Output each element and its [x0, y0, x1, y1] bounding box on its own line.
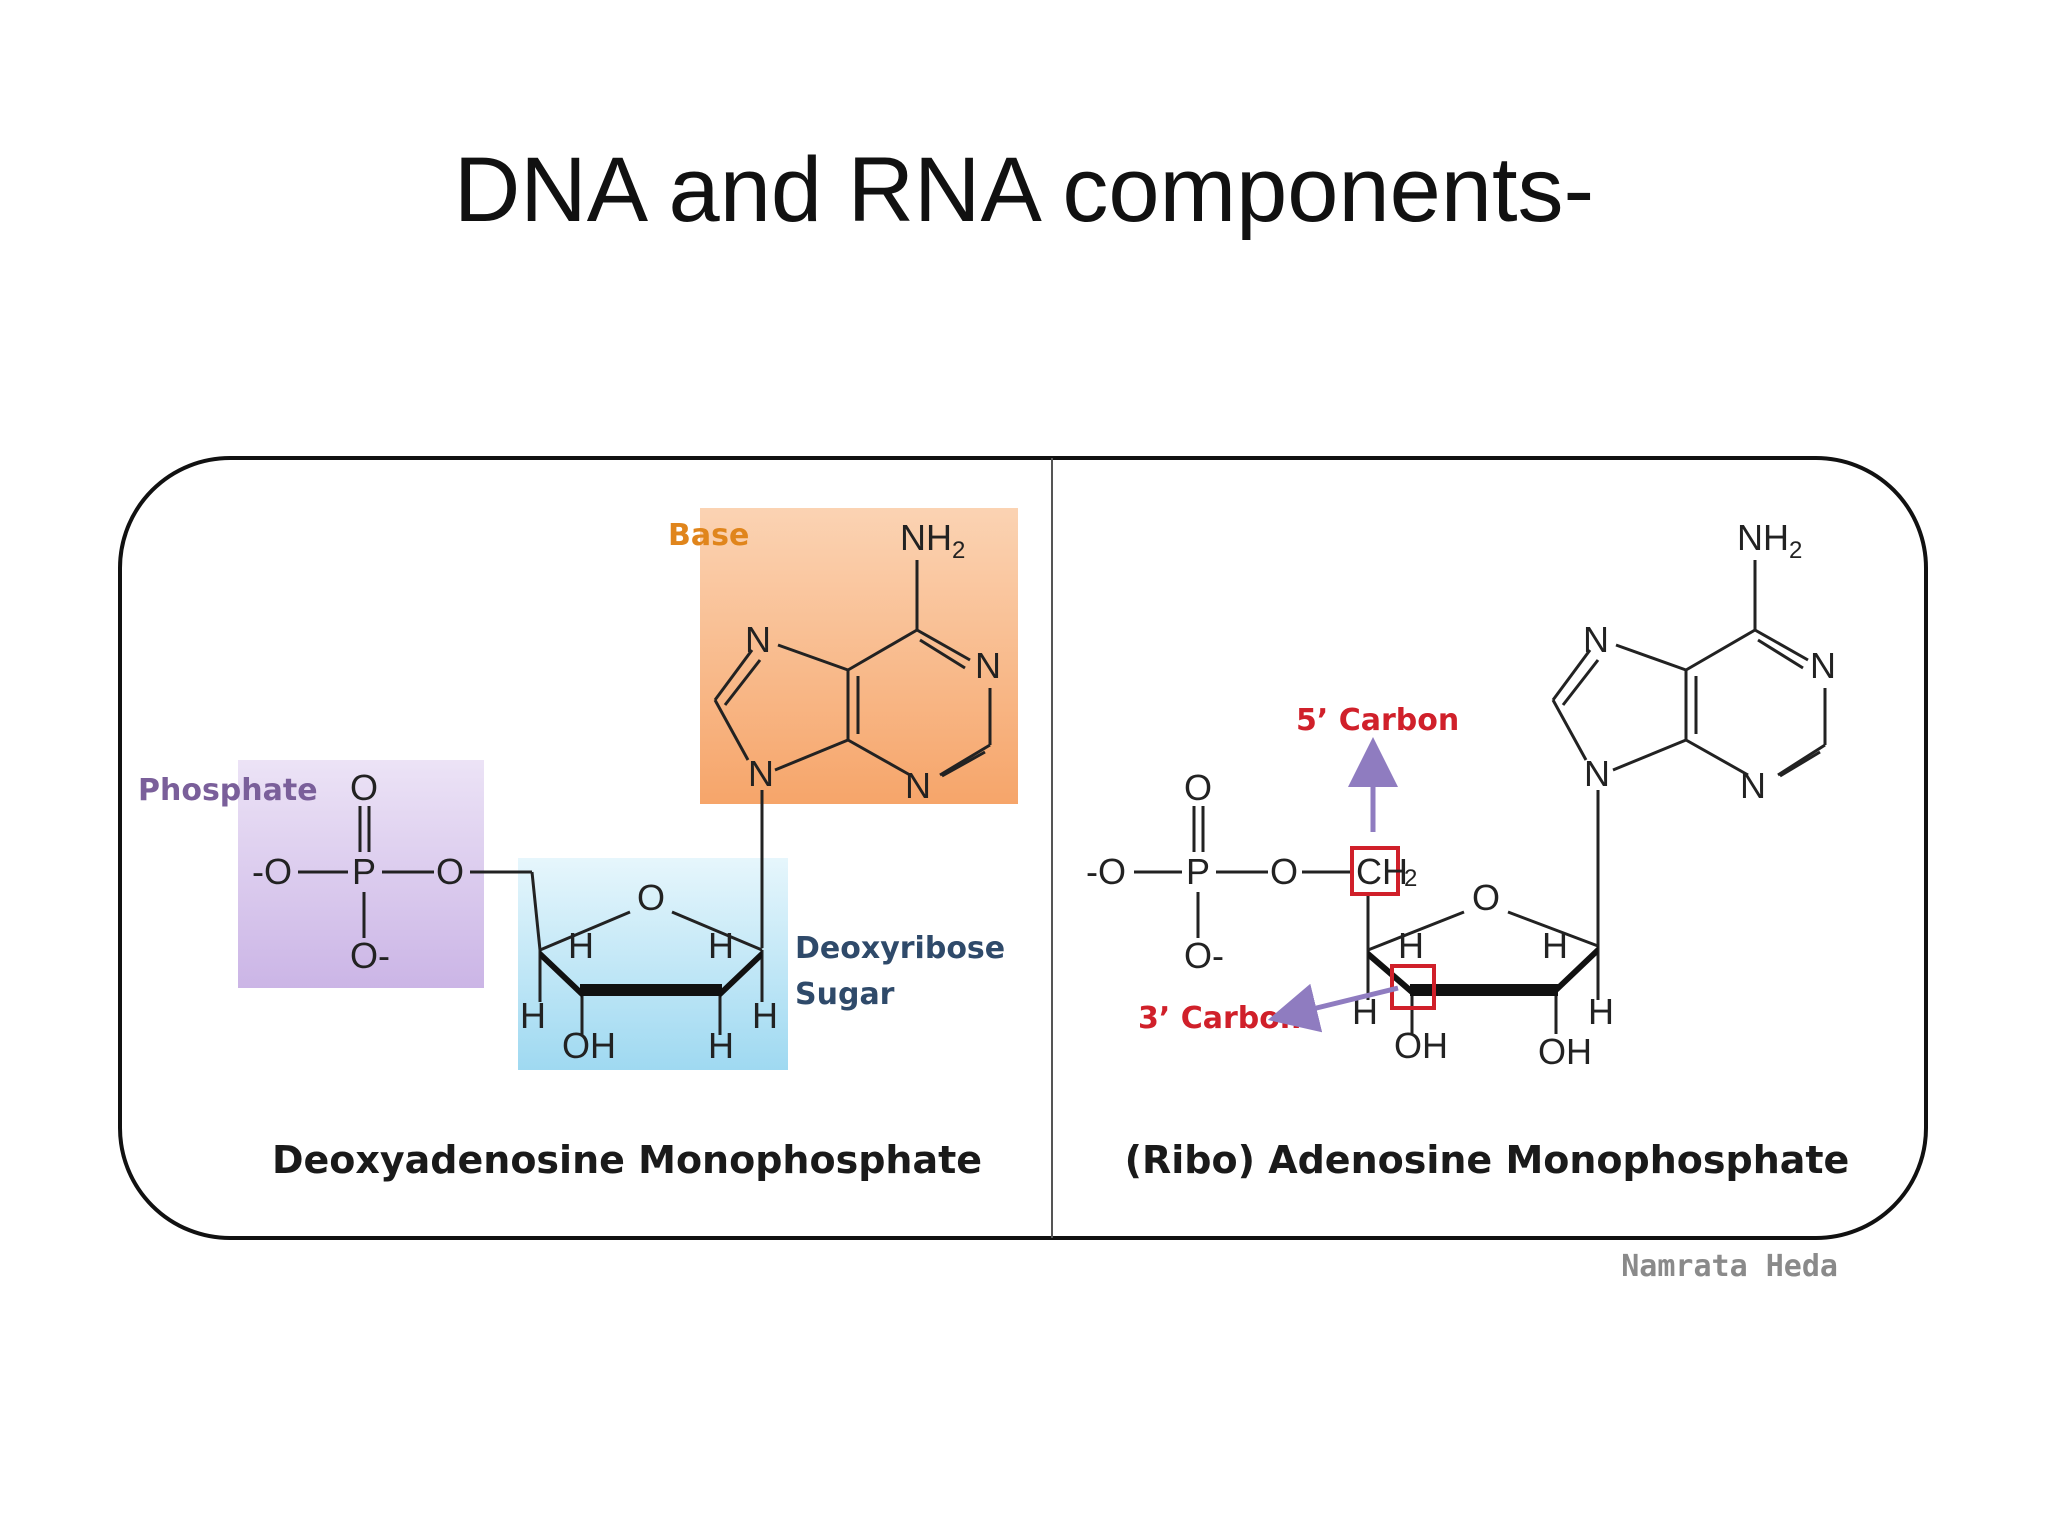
right-n1: N — [1810, 645, 1836, 686]
left-sugar-o: O — [637, 877, 665, 918]
left-molecule: Base Phosphate Deoxyribose Sugar NH 2 N … — [138, 508, 1018, 1182]
right-sugar-h1: H — [1398, 925, 1424, 966]
right-phosphate-bonds — [1134, 806, 1370, 950]
right-phosphate-o-left: -O — [1086, 851, 1126, 892]
left-sugar-h3: H — [520, 995, 546, 1036]
slide-title: DNA and RNA components- — [453, 139, 1595, 241]
left-caption: Deoxyadenosine Monophosphate — [272, 1138, 982, 1182]
left-n3: N — [905, 765, 931, 806]
left-sugar-h5: H — [708, 1025, 734, 1066]
right-sugar-h4: H — [1588, 991, 1614, 1032]
right-nh2-sub: 2 — [1789, 537, 1802, 564]
left-phosphate-o-left: -O — [252, 851, 292, 892]
left-phosphate-p: P — [352, 851, 376, 892]
carbon3-arrow — [1267, 983, 1399, 1033]
base-label: Base — [668, 518, 749, 553]
ch2-highlight-box — [1350, 846, 1400, 896]
left-sugar-bold-bond — [580, 984, 722, 996]
right-caption: (Ribo) Adenosine Monophosphate — [1125, 1138, 1850, 1182]
sugar-label-line2: Sugar — [795, 977, 895, 1012]
right-sugar-h2: H — [1542, 925, 1568, 966]
sugar-label-line1: Deoxyribose — [795, 931, 1005, 966]
left-sugar-h4: H — [752, 995, 778, 1036]
left-adenine-bonds — [713, 560, 992, 948]
right-ch2: CH — [1356, 851, 1408, 892]
right-phosphate-o-right: O — [1270, 851, 1298, 892]
left-sugar-bonds — [538, 910, 764, 1035]
right-sugar-oh-2: OH — [1538, 1031, 1592, 1072]
right-nh2: NH — [1737, 517, 1789, 558]
right-n3: N — [1740, 765, 1766, 806]
left-n9: N — [748, 753, 774, 794]
right-molecule: NH 2 N N N N 5’ Carbon O -O P O O- CH 2 — [1086, 517, 1849, 1182]
author-watermark: Namrata Heda — [1621, 1249, 1838, 1284]
left-phosphate-bonds — [298, 806, 542, 951]
left-phosphate-o-right: O — [436, 851, 464, 892]
right-phosphate-o-bottom: O- — [1184, 935, 1224, 976]
left-sugar-h2: H — [708, 925, 734, 966]
sugar-highlight-box — [518, 858, 788, 1070]
left-n1: N — [975, 645, 1001, 686]
right-n7: N — [1583, 619, 1609, 660]
right-sugar-o: O — [1472, 877, 1500, 918]
phosphate-label: Phosphate — [138, 773, 318, 808]
left-phosphate-o-top: O — [350, 767, 378, 808]
right-adenine-bonds — [1551, 560, 1827, 946]
right-sugar-wedge-right — [1556, 946, 1598, 994]
left-sugar-oh: OH — [562, 1025, 616, 1066]
left-n7: N — [745, 619, 771, 660]
left-sugar-wedge-right — [720, 950, 762, 998]
left-phosphate-o-bottom: O- — [350, 935, 390, 976]
right-sugar-bold-bond — [1410, 984, 1558, 996]
left-sugar-wedge-left — [540, 950, 582, 998]
right-sugar-oh-3: OH — [1394, 1025, 1448, 1066]
carbon5-label: 5’ Carbon — [1296, 703, 1459, 738]
right-phosphate-p: P — [1186, 851, 1210, 892]
right-sugar-bonds — [1366, 910, 1600, 1034]
right-phosphate-o-top: O — [1184, 767, 1212, 808]
right-n9: N — [1584, 753, 1610, 794]
carbon3-label: 3’ Carbon — [1138, 1001, 1301, 1036]
phosphate-highlight-box — [238, 760, 484, 988]
left-nh2-sub: 2 — [952, 537, 965, 564]
left-sugar-h1: H — [568, 925, 594, 966]
right-ch2-sub: 2 — [1404, 865, 1417, 892]
left-nh2: NH — [900, 517, 952, 558]
